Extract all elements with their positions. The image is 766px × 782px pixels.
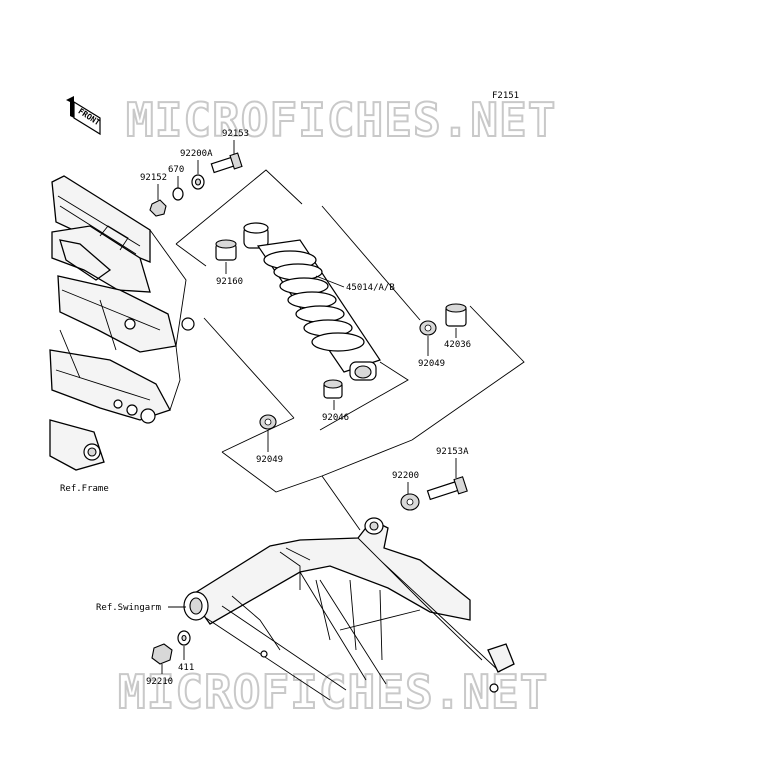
label-ref-swingarm: Ref.Swingarm xyxy=(96,603,161,613)
label-92049-right: 92049 xyxy=(418,359,445,369)
part-670-ring xyxy=(172,187,184,201)
watermark-bottom: MICROFICHES.NET xyxy=(118,665,548,719)
label-670: 670 xyxy=(168,165,184,175)
part-92210-nut xyxy=(151,643,173,665)
label-92152: 92152 xyxy=(140,173,167,183)
label-92210: 92210 xyxy=(146,677,173,687)
label-411: 411 xyxy=(178,663,194,673)
part-45014-shock-absorber xyxy=(243,222,381,381)
label-92200A: 92200A xyxy=(180,149,213,159)
label-92160: 92160 xyxy=(216,277,243,287)
watermark-top: MICROFICHES.NET xyxy=(126,93,556,147)
label-42036: 42036 xyxy=(444,340,471,350)
exploded-group-outline xyxy=(175,169,525,531)
part-92046-bearing xyxy=(323,379,343,399)
label-92153: 92153 xyxy=(222,129,249,139)
swingarm-drawing xyxy=(183,517,515,701)
label-92046: 92046 xyxy=(322,413,349,423)
part-92152-nut xyxy=(149,199,167,217)
part-92160-collar xyxy=(215,239,237,261)
label-92153A: 92153A xyxy=(436,447,469,457)
label-92200: 92200 xyxy=(392,471,419,481)
part-92153-bolt xyxy=(210,152,243,174)
figure-code: F2151 xyxy=(492,91,519,101)
label-92049-left: 92049 xyxy=(256,455,283,465)
label-45014: 45014/A/B xyxy=(346,283,395,293)
front-arrow-icon: FRONT xyxy=(66,96,102,136)
part-42036-collar xyxy=(445,303,467,327)
part-92153A-bolt xyxy=(426,476,468,501)
frame-drawing xyxy=(49,175,195,471)
label-ref-frame: Ref.Frame xyxy=(60,484,109,494)
